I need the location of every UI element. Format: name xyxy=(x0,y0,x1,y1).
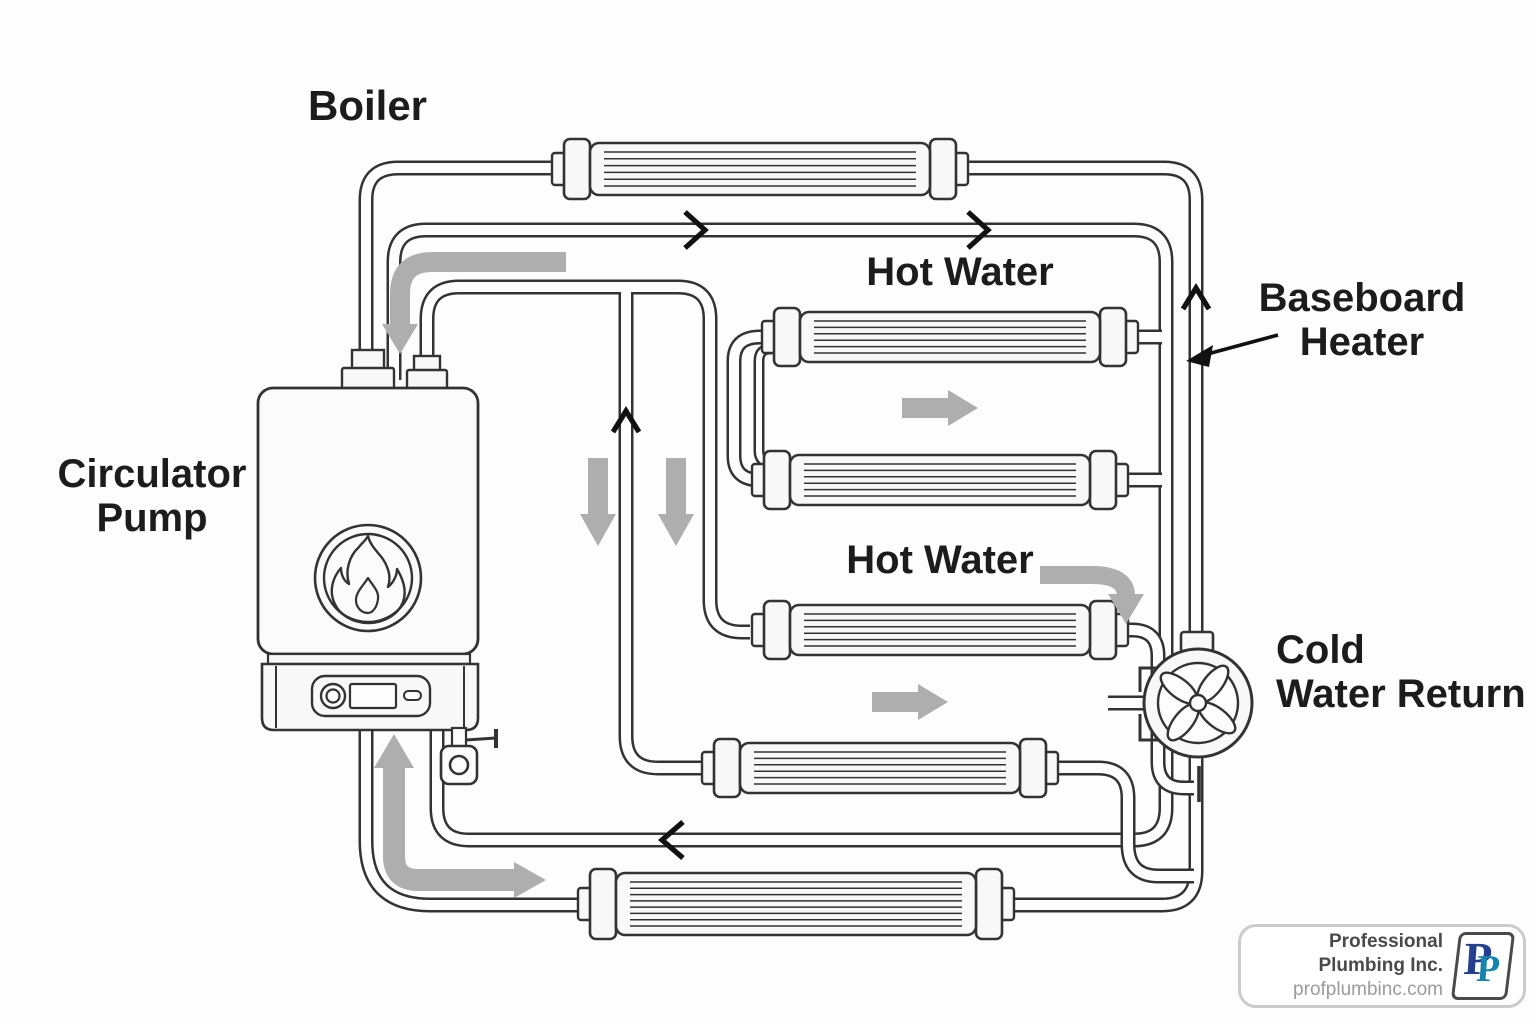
baseboard-heater-element xyxy=(700,737,1060,799)
baseboard-heater-elements xyxy=(550,137,1140,941)
flame-icon xyxy=(313,523,423,633)
fan-icon xyxy=(1142,630,1254,759)
flow-direction-arrows xyxy=(374,252,1144,898)
baseboard-heater-label-line2: Heater xyxy=(1299,320,1425,364)
company-website: profplumbinc.com xyxy=(1293,979,1443,1000)
cold-water-return-label-line2: Water Return xyxy=(1276,672,1526,716)
circulator-pump-label-line2: Pump xyxy=(96,496,208,540)
company-logo-badge: Professional Plumbing Inc. profplumbinc.… xyxy=(1238,924,1526,1008)
logo-letter-p-secondary: P xyxy=(1475,948,1502,990)
baseboard-heater-element xyxy=(760,306,1140,368)
boiler-label: Boiler xyxy=(308,82,428,129)
company-logo-text: Professional Plumbing Inc. profplumbinc.… xyxy=(1241,930,1443,1002)
baseboard-heater-label: Baseboard Heater xyxy=(1259,276,1466,364)
hot-water-loop-label: Hot Water xyxy=(846,538,1034,582)
cold-water-return-label-line1: Cold xyxy=(1276,628,1365,672)
pipe-flow-chevrons xyxy=(610,210,1279,860)
circulator-pump-label-line1: Circulator xyxy=(57,452,247,496)
boiler-unit xyxy=(256,348,480,732)
cold-water-return-label: Cold Water Return xyxy=(1276,628,1526,716)
baseboard-heater-label-line1: Baseboard xyxy=(1258,276,1466,320)
circulator-pump-label: Circulator Pump xyxy=(58,452,247,540)
baseboard-heater-element xyxy=(576,867,1016,941)
hot-water-supply-label: Hot Water xyxy=(866,250,1054,294)
company-name: Professional Plumbing Inc. xyxy=(1318,931,1443,976)
baseboard-heater-element xyxy=(750,449,1130,511)
pipes xyxy=(358,160,1204,913)
baseboard-heater-element xyxy=(750,599,1130,661)
components xyxy=(256,348,1254,802)
baseboard-heater-element xyxy=(550,137,970,201)
valve-icon xyxy=(439,726,498,786)
company-logo-icon: P P xyxy=(1450,932,1516,1000)
